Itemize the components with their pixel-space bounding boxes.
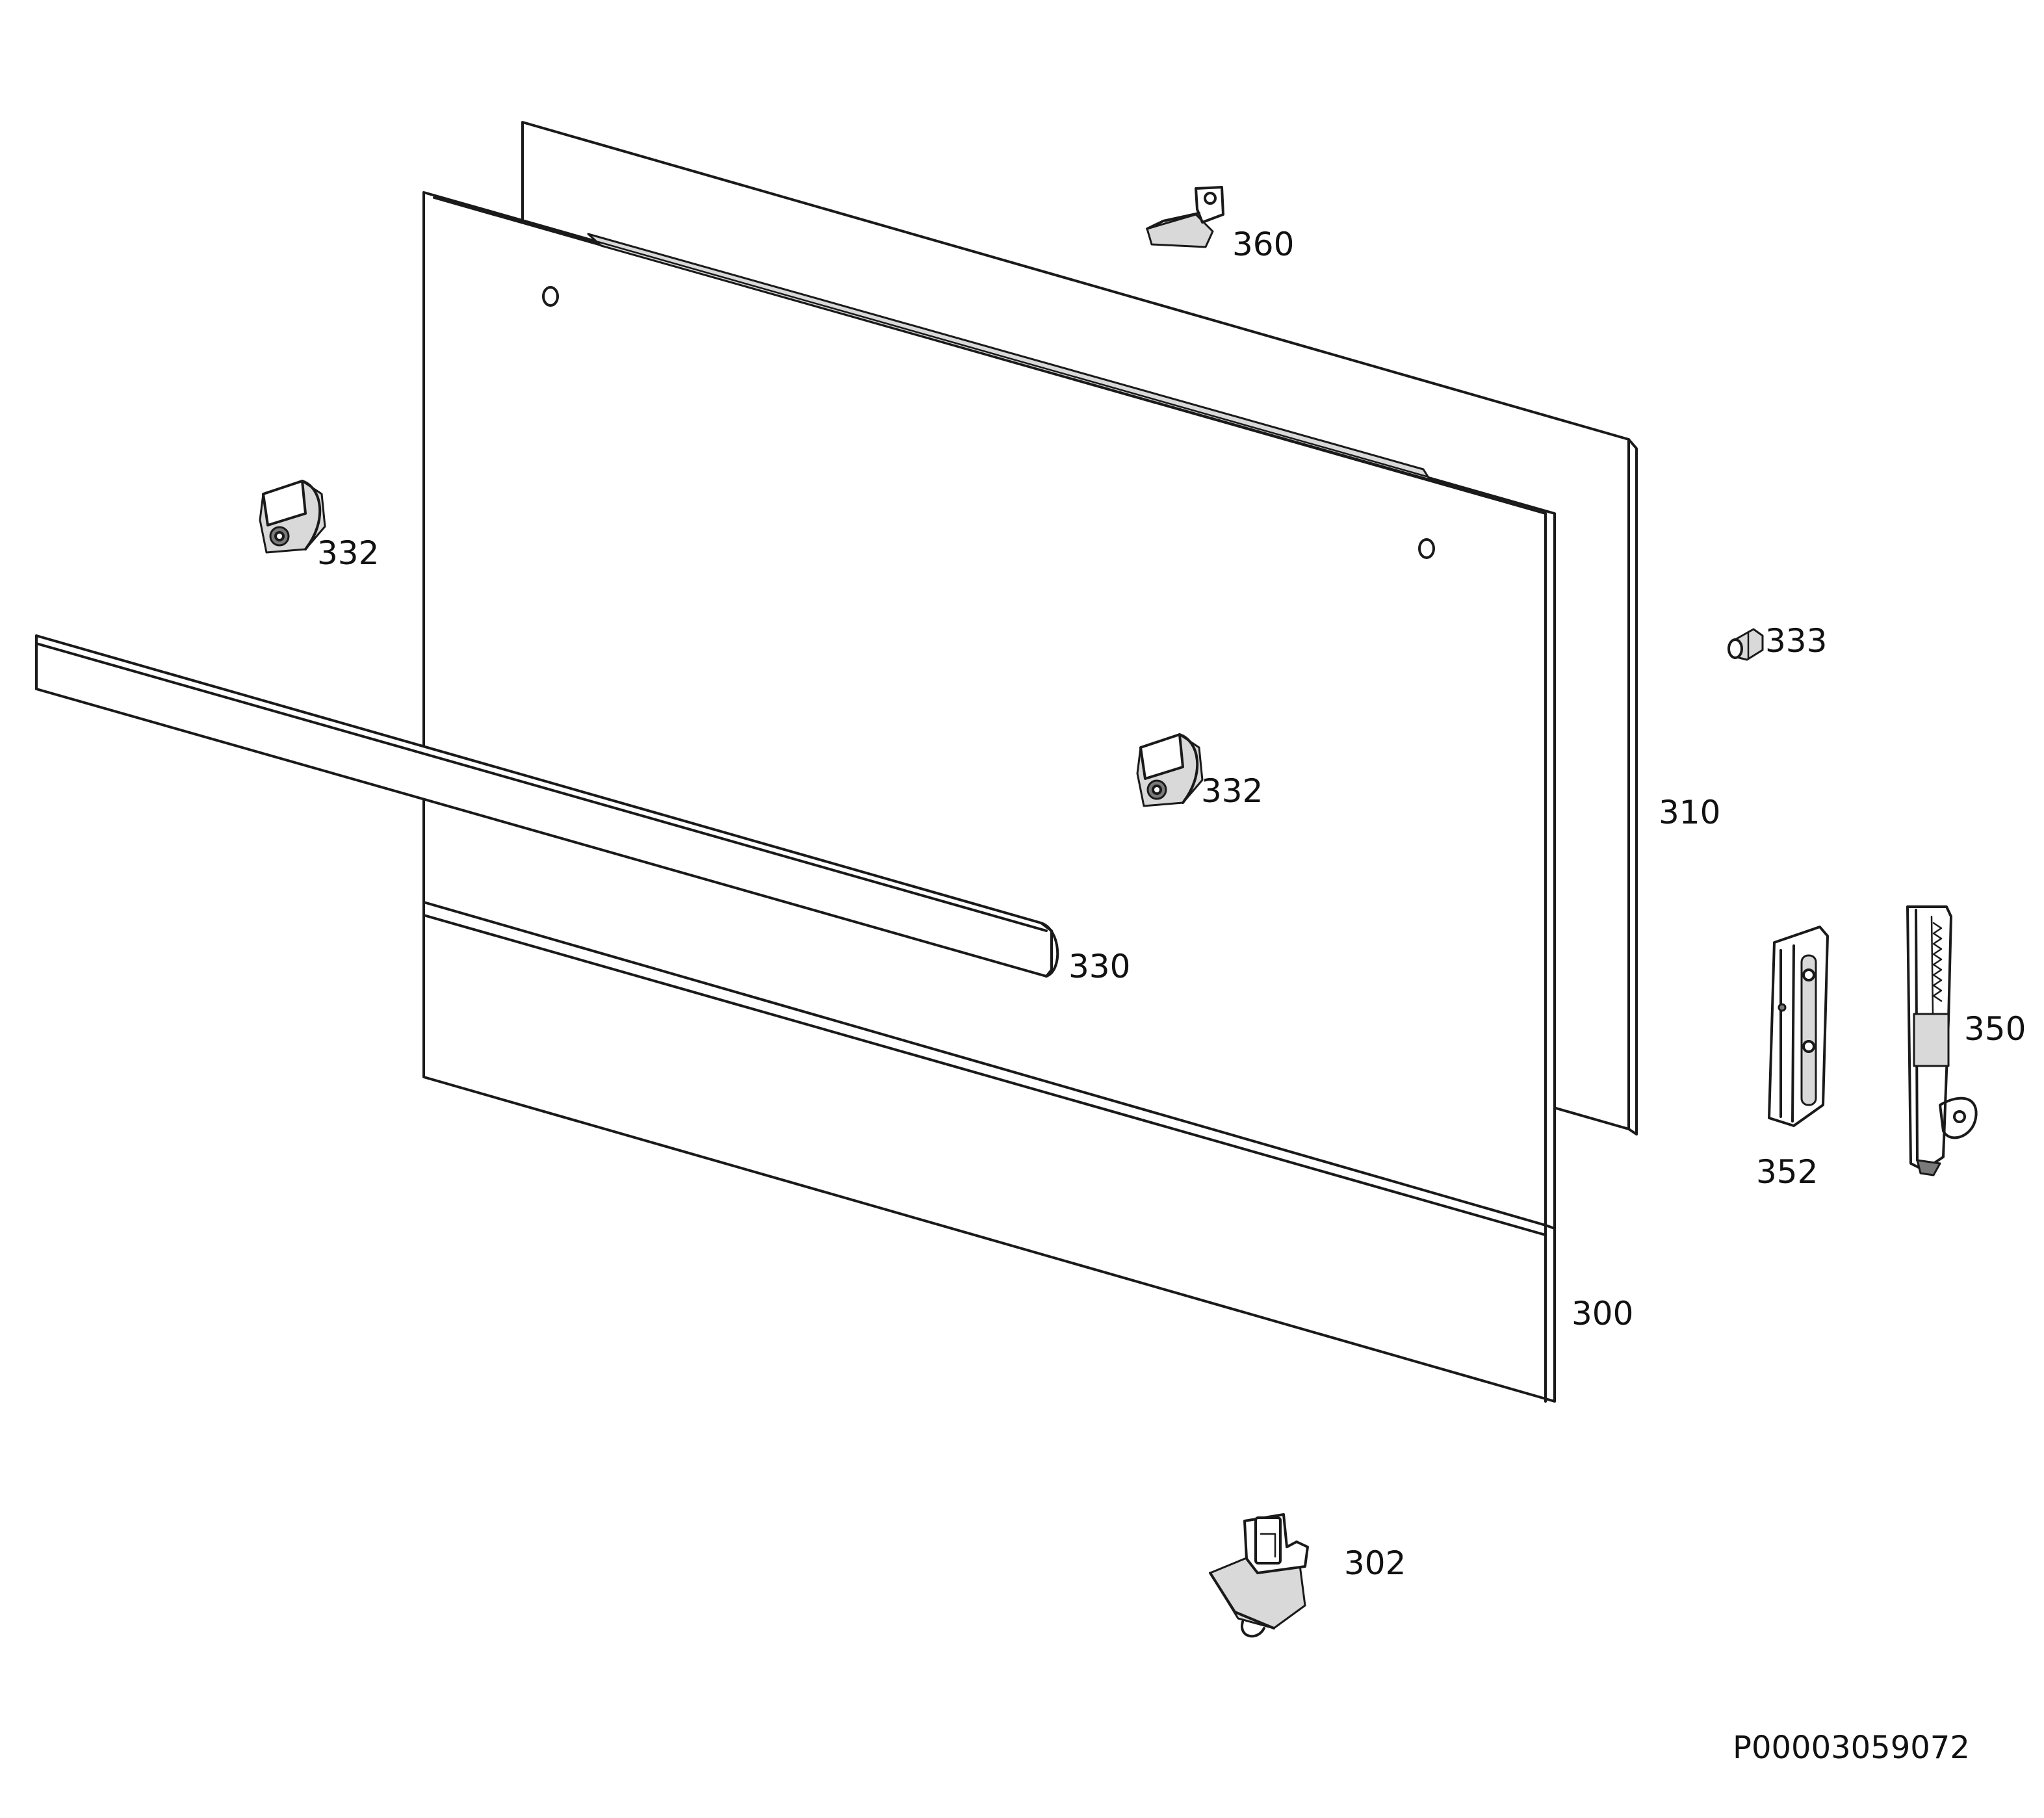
bracket-360 <box>1146 186 1224 248</box>
clip-332-left <box>259 480 326 554</box>
hinge-receiver-352 <box>1768 926 1829 1127</box>
label-360: 360 <box>1232 226 1294 263</box>
label-332-center: 332 <box>1201 772 1263 810</box>
label-352: 352 <box>1756 1153 1818 1191</box>
drawing-reference-code: P00003059072 <box>1733 1730 1970 1766</box>
clip-332-center <box>1136 733 1204 807</box>
latch-302 <box>1209 1513 1309 1638</box>
hinge-350 <box>1906 905 1978 1176</box>
label-333: 333 <box>1765 622 1827 660</box>
label-332-left: 332 <box>317 534 379 572</box>
label-310: 310 <box>1659 794 1720 831</box>
front-door-glass-300 <box>422 191 1556 1403</box>
label-350: 350 <box>1964 1010 2026 1048</box>
label-300: 300 <box>1572 1295 1633 1332</box>
label-330: 330 <box>1068 948 1130 985</box>
door-handle-330 <box>35 634 1059 978</box>
plug-333 <box>1727 628 1764 661</box>
label-302: 302 <box>1344 1544 1406 1582</box>
